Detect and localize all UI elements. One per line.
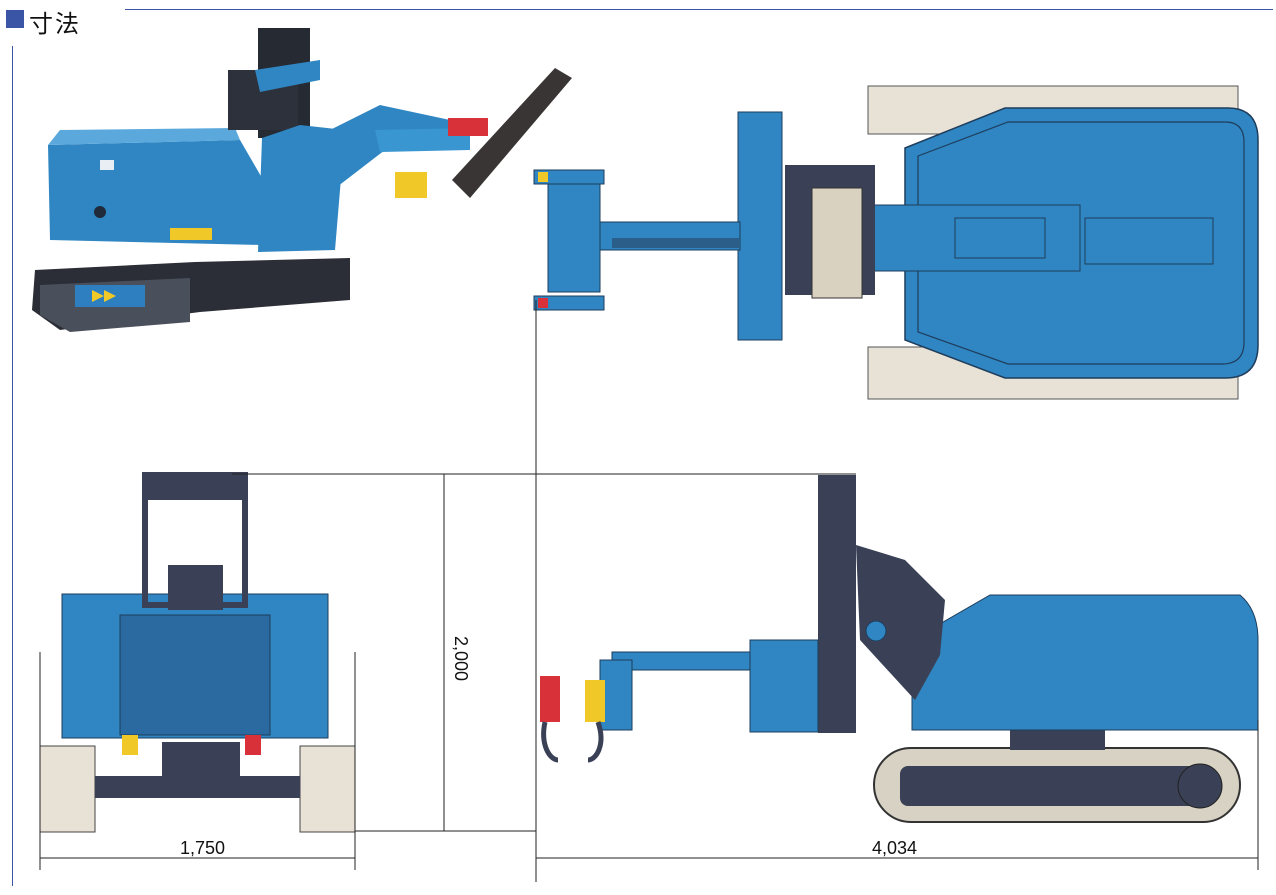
dimension-height-label: 2,000 <box>451 635 472 682</box>
dimension-length-label: 4,034 <box>872 838 918 858</box>
square-bullet-icon <box>6 10 24 28</box>
section-title: 寸法 <box>29 10 81 38</box>
machine-perspective-photo <box>32 28 572 332</box>
machine-side-view <box>540 475 1259 823</box>
dimension-width-label: 1,750 <box>180 838 226 858</box>
dimension-lines <box>39 300 1259 882</box>
section-header: 寸法 <box>0 0 1276 40</box>
machine-front-view <box>39 472 356 833</box>
header-divider <box>125 9 1273 10</box>
left-border <box>12 46 13 886</box>
machine-top-view <box>533 85 1259 400</box>
